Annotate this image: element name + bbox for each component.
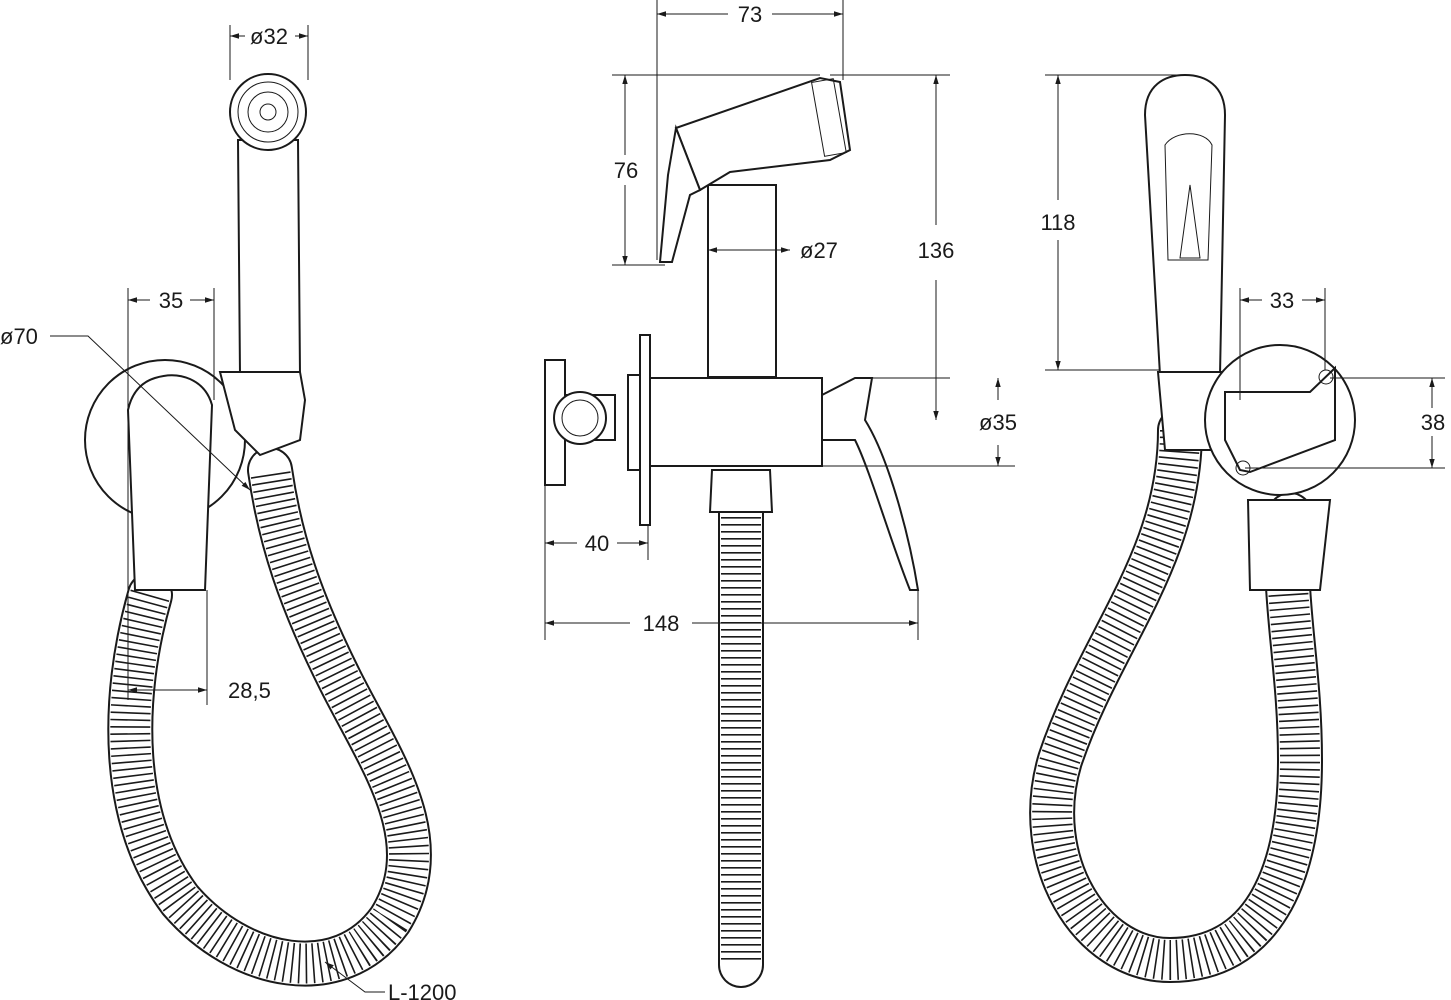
- dim-holder-height: 38: [1421, 410, 1445, 435]
- side-spray-head: [674, 76, 852, 192]
- dim-total-depth: 148: [643, 611, 680, 636]
- dim-lever-width: 35: [159, 288, 183, 313]
- holder: [218, 371, 307, 457]
- dim-wall-plate-diameter: ø70: [0, 324, 38, 349]
- dim-head-diameter: ø32: [250, 24, 288, 49]
- dim-body-diameter: ø35: [979, 410, 1017, 435]
- hose-right: [1029, 407, 1324, 984]
- hose-nut: [708, 469, 774, 513]
- rear-view: 118 33 38: [1029, 73, 1451, 984]
- front-view: ø32 35 ø70 28,5 L-1200: [0, 24, 457, 1000]
- dim-head-length: 73: [738, 2, 762, 27]
- dim-lever-offset: 28,5: [228, 678, 271, 703]
- hose-holder: [1224, 365, 1336, 474]
- dim-handle-diameter: ø27: [800, 238, 838, 263]
- valve-body: [649, 377, 823, 467]
- dim-head-height: 76: [614, 158, 638, 183]
- hose-left: [107, 447, 432, 987]
- lever: [126, 374, 214, 591]
- dim-hose-length: L-1200: [388, 980, 457, 1000]
- handle-body: [236, 139, 302, 376]
- side-lever: [821, 377, 920, 591]
- dim-wall-depth: 40: [585, 531, 609, 556]
- side-view: 73 76 ø27 136 ø35 40 148: [544, 0, 1017, 988]
- spray-head: [229, 73, 307, 151]
- trigger: [658, 124, 702, 263]
- dim-total-height: 136: [918, 238, 955, 263]
- dim-rear-height: 118: [1040, 210, 1075, 235]
- side-handle: [707, 184, 777, 378]
- rear-lever: [1246, 499, 1332, 591]
- dim-holder-width: 33: [1270, 288, 1294, 313]
